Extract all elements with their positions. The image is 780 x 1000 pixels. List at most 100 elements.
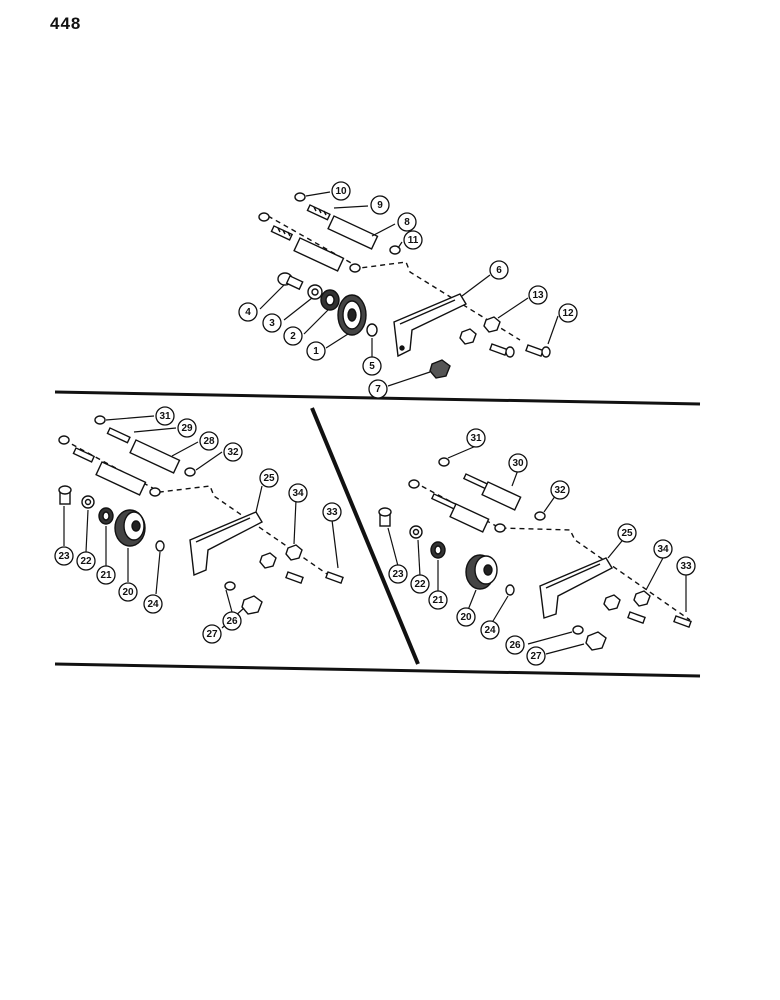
bolt-part — [627, 611, 646, 625]
callout-label: 3 — [269, 318, 275, 329]
callout-label: 30 — [512, 458, 524, 469]
pulley-part — [337, 294, 367, 336]
callout-bottom-right-21: 21 — [428, 590, 448, 610]
callout-circle — [322, 502, 342, 522]
callout-label: 24 — [147, 599, 159, 610]
callout-circle — [331, 181, 351, 201]
callout-top-5: 5 — [362, 356, 382, 376]
callout-circle — [262, 313, 282, 333]
callout-circle — [259, 468, 279, 488]
nut-part — [429, 359, 451, 379]
callout-circle — [370, 195, 390, 215]
callout-bottom-left-21: 21 — [96, 565, 116, 585]
callout-bottom-left-31: 31 — [155, 406, 175, 426]
callout-bottom-left-23: 23 — [54, 546, 74, 566]
sleeve-part — [95, 461, 147, 496]
nut-part — [585, 631, 607, 651]
nut-part — [241, 595, 263, 615]
callout-bottom-right-32: 32 — [550, 480, 570, 500]
washer-part — [534, 511, 546, 521]
bolt-part — [285, 571, 304, 585]
washer-part — [505, 584, 515, 596]
callout-circle — [388, 564, 408, 584]
washer-part — [494, 523, 506, 533]
callout-circle — [526, 646, 546, 666]
callout-bottom-left-28: 28 — [199, 431, 219, 451]
callout-circle — [653, 539, 673, 559]
callout-circle — [397, 212, 417, 232]
washer-part — [389, 245, 401, 255]
callout-label: 5 — [369, 361, 375, 372]
callout-bottom-left-27: 27 — [202, 624, 222, 644]
callout-label: 25 — [263, 473, 275, 484]
divider-diagonal — [310, 407, 420, 665]
callout-top-4: 4 — [238, 302, 258, 322]
pulley-part — [114, 509, 146, 547]
washer-part — [412, 528, 420, 536]
callout-bottom-right-27: 27 — [526, 646, 546, 666]
callout-label: 25 — [621, 528, 633, 539]
bearing-part — [434, 545, 442, 555]
callout-top-13: 13 — [528, 285, 548, 305]
pulley-part — [465, 554, 498, 590]
bottom-left-assembly — [58, 415, 344, 615]
callout-label: 24 — [484, 625, 496, 636]
callout-label: 29 — [181, 423, 193, 434]
stud-part — [106, 427, 131, 444]
washer-part — [94, 415, 106, 425]
callout-top-7: 7 — [368, 379, 388, 399]
callout-label: 22 — [80, 556, 92, 567]
callout-circle — [306, 341, 326, 361]
callout-bottom-right-34: 34 — [653, 539, 673, 559]
bearing-part — [325, 294, 335, 306]
callout-label: 1 — [313, 346, 319, 357]
callout-bottom-right-26: 26 — [505, 635, 525, 655]
callout-circle — [177, 418, 197, 438]
callout-bottom-left-25: 25 — [259, 468, 279, 488]
washer-part — [258, 212, 270, 222]
sleeve-part — [129, 439, 181, 474]
callout-circle — [283, 326, 303, 346]
callout-circle — [199, 431, 219, 451]
callout-top-3: 3 — [262, 313, 282, 333]
washer-part — [149, 487, 161, 497]
callout-circle — [54, 546, 74, 566]
callout-circle — [528, 285, 548, 305]
washer-part — [224, 581, 236, 591]
callout-circle — [617, 523, 637, 543]
callout-top-8: 8 — [397, 212, 417, 232]
callout-label: 7 — [375, 384, 381, 395]
callout-label: 6 — [496, 265, 502, 276]
callout-label: 21 — [100, 570, 112, 581]
nut-part — [603, 594, 621, 611]
callout-label: 32 — [554, 485, 566, 496]
callout-bottom-right-24: 24 — [480, 620, 500, 640]
washer-part — [408, 479, 420, 489]
bolt-part — [489, 343, 515, 358]
callout-top-12: 12 — [558, 303, 578, 323]
callout-circle — [202, 624, 222, 644]
callout-label: 13 — [532, 290, 544, 301]
bolt-part — [673, 615, 692, 629]
callout-label: 4 — [245, 307, 251, 318]
callout-label: 10 — [335, 186, 347, 197]
callout-label: 26 — [226, 616, 238, 627]
callout-circle — [76, 551, 96, 571]
callout-circle — [288, 483, 308, 503]
washer-part — [84, 498, 92, 506]
callout-circle — [676, 556, 696, 576]
callout-circle — [456, 607, 476, 627]
callouts-top — [259, 191, 559, 387]
callout-label: 11 — [408, 235, 419, 246]
callout-bottom-left-29: 29 — [177, 418, 197, 438]
washer-part — [58, 435, 70, 445]
callouts-bottom-left — [63, 415, 339, 629]
callout-label: 12 — [562, 308, 574, 319]
callout-circle — [466, 428, 486, 448]
callout-top-6: 6 — [489, 260, 509, 280]
callout-top-11: 11 — [403, 230, 423, 250]
bracket-slot — [399, 299, 456, 325]
washer-part — [155, 540, 165, 552]
callout-bottom-left-26: 26 — [222, 611, 242, 631]
callout-circle — [508, 453, 528, 473]
